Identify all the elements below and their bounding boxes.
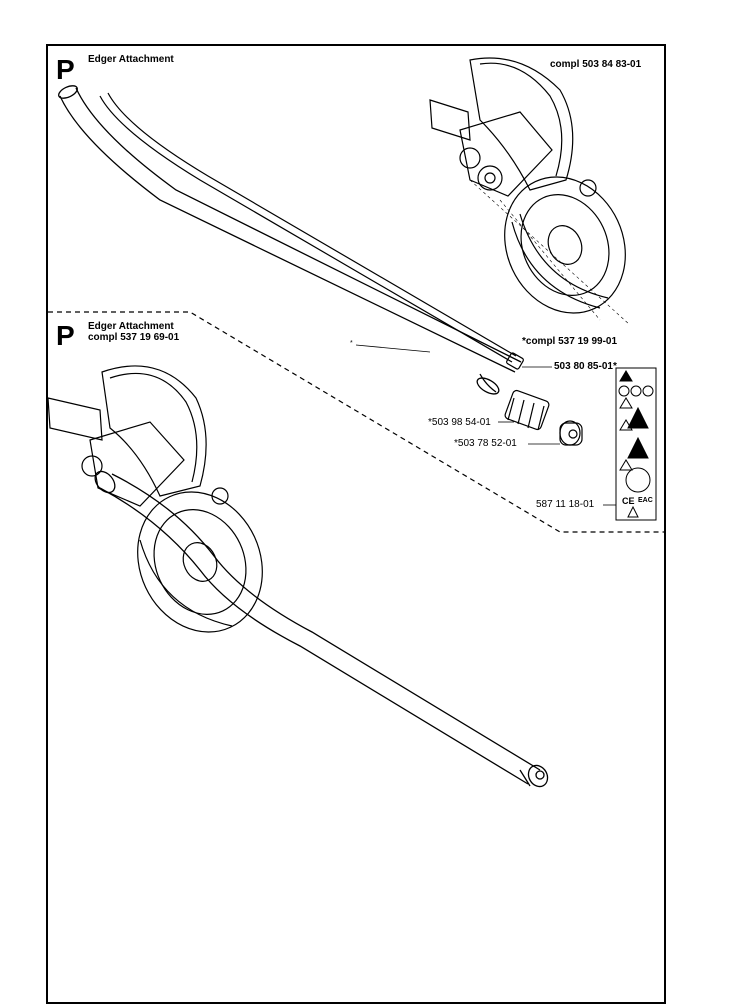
part-label-decal: 587 11 18-01	[536, 499, 595, 510]
part-label-shaft-assembly: *compl 537 19 99-01	[522, 336, 618, 347]
section-letter-upper: P	[56, 54, 75, 85]
edger-head-lower	[47, 365, 263, 633]
drive-shaft-rod	[99, 92, 524, 370]
section-subtitle-lower: compl 537 19 69-01	[88, 332, 180, 343]
shaft-tube	[58, 85, 522, 395]
part-label-head: compl 503 84 83-01	[550, 59, 642, 70]
shaft-marker-leader	[355, 344, 431, 353]
section-letter-lower: P	[56, 320, 75, 351]
section-title-lower: Edger Attachment	[88, 321, 174, 332]
edger-head-upper	[429, 57, 626, 314]
decal-ce-mark: CE	[622, 496, 635, 506]
end-cap-part	[559, 420, 583, 446]
part-label-end-cap: *503 78 52-01	[454, 438, 517, 449]
bearing-part	[504, 389, 550, 431]
decal-eac-mark: EAC	[638, 497, 653, 504]
part-label-shaft-marker: *	[350, 340, 353, 347]
head-projection-lines	[469, 179, 631, 326]
page-frame	[46, 44, 666, 1004]
section-divider	[48, 311, 666, 533]
part-label-bearing: *503 98 54-01	[428, 417, 491, 428]
warning-decal-sheet	[615, 367, 657, 521]
section-title-upper: Edger Attachment	[88, 54, 174, 65]
part-label-drive-shaft: 503 80 85-01*	[554, 361, 617, 372]
shaft-lower	[94, 470, 549, 788]
